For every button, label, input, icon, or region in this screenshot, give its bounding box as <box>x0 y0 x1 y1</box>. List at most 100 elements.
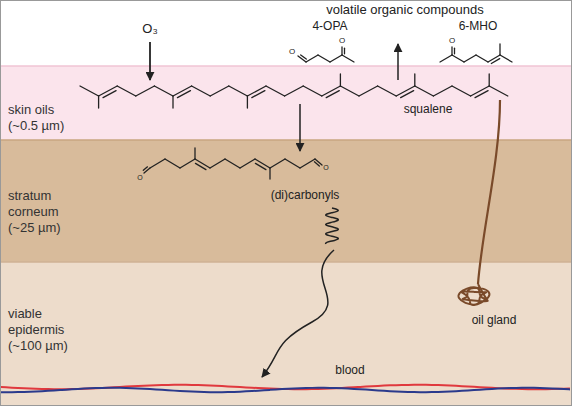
layer-label: viable epidermis (~100 µm) <box>8 306 86 354</box>
bond <box>500 55 512 62</box>
bond <box>229 86 248 96</box>
bond <box>99 86 118 96</box>
bond <box>103 91 116 98</box>
bond <box>255 163 266 169</box>
bond <box>454 48 455 54</box>
layer-label: stratum corneum (~25 µm) <box>8 188 86 236</box>
bond <box>378 86 397 96</box>
molecule-drawings <box>0 44 570 392</box>
oil-surface <box>0 65 572 67</box>
emission-arrow <box>397 44 399 80</box>
bond <box>440 55 452 62</box>
bond <box>451 47 452 55</box>
bond <box>210 159 225 168</box>
bond <box>414 74 415 86</box>
bond <box>499 44 500 55</box>
compound-name: 6-MHO <box>459 20 498 33</box>
ozone-label: O₃ <box>142 22 157 36</box>
bond <box>315 159 322 165</box>
bond <box>340 86 359 96</box>
bond <box>452 55 464 62</box>
bond <box>344 48 345 54</box>
bond <box>180 159 195 168</box>
compound-name: 4-OPA <box>312 20 347 33</box>
bond <box>195 159 210 168</box>
bond <box>489 74 490 86</box>
bond <box>306 55 318 62</box>
bond <box>240 159 255 168</box>
bond <box>464 55 476 62</box>
bond <box>330 55 342 62</box>
bond <box>433 86 452 96</box>
vein <box>0 388 570 392</box>
bond <box>172 96 173 108</box>
bond <box>303 86 322 96</box>
atom-label: O <box>339 37 345 46</box>
bond <box>359 86 378 96</box>
bond <box>177 91 190 98</box>
gland-coil <box>459 284 490 305</box>
artery <box>0 385 570 389</box>
bond <box>154 86 173 96</box>
bond <box>269 168 270 179</box>
atom-label: O <box>289 48 295 57</box>
bond <box>195 163 206 169</box>
atom-label: O <box>449 37 455 46</box>
bond <box>285 86 304 96</box>
bond <box>298 56 306 62</box>
bond <box>452 86 471 96</box>
bond <box>225 159 240 168</box>
bond <box>136 86 155 96</box>
skin-layer-band: skin oils (~0.5 µm) <box>0 66 572 140</box>
gland-duct <box>478 100 500 284</box>
bond <box>194 148 195 159</box>
bond <box>475 91 488 98</box>
bond <box>192 86 211 96</box>
layer-boundary <box>0 261 572 263</box>
reaction-arrow <box>299 104 301 151</box>
bond <box>476 55 488 62</box>
bond <box>415 86 434 96</box>
bond <box>270 159 285 168</box>
atom-label: O <box>137 174 142 182</box>
title-label: volatile organic compounds <box>326 3 484 17</box>
bond <box>488 55 500 62</box>
bond <box>117 86 136 96</box>
compound-name: squalene <box>404 103 453 116</box>
bond <box>252 91 265 98</box>
bond <box>341 47 342 55</box>
bond <box>80 86 99 96</box>
bond <box>471 86 490 96</box>
layer-boundary <box>0 139 572 141</box>
bond <box>143 167 147 171</box>
bond <box>266 86 285 96</box>
bond <box>247 96 248 108</box>
bond <box>165 159 180 168</box>
bond <box>98 96 99 108</box>
bond <box>144 168 150 173</box>
diffusion-arrow <box>262 250 334 377</box>
diffusion-squiggle <box>326 208 339 244</box>
bond <box>210 86 229 96</box>
bond <box>491 59 499 64</box>
bond <box>342 55 354 62</box>
bond <box>318 55 330 62</box>
bond <box>150 159 165 168</box>
bond <box>340 74 341 86</box>
bond <box>300 159 315 168</box>
bond <box>301 55 307 59</box>
atom-label: O <box>323 164 328 172</box>
layer-label: skin oils (~0.5 µm) <box>8 102 86 134</box>
skin-layer-band: viable epidermis (~100 µm) <box>0 262 572 406</box>
bond <box>285 159 300 168</box>
compound-name: (di)carbonyls <box>271 189 340 202</box>
bond <box>255 159 270 168</box>
bond <box>314 162 319 166</box>
bond <box>489 86 508 96</box>
bond <box>396 86 415 96</box>
